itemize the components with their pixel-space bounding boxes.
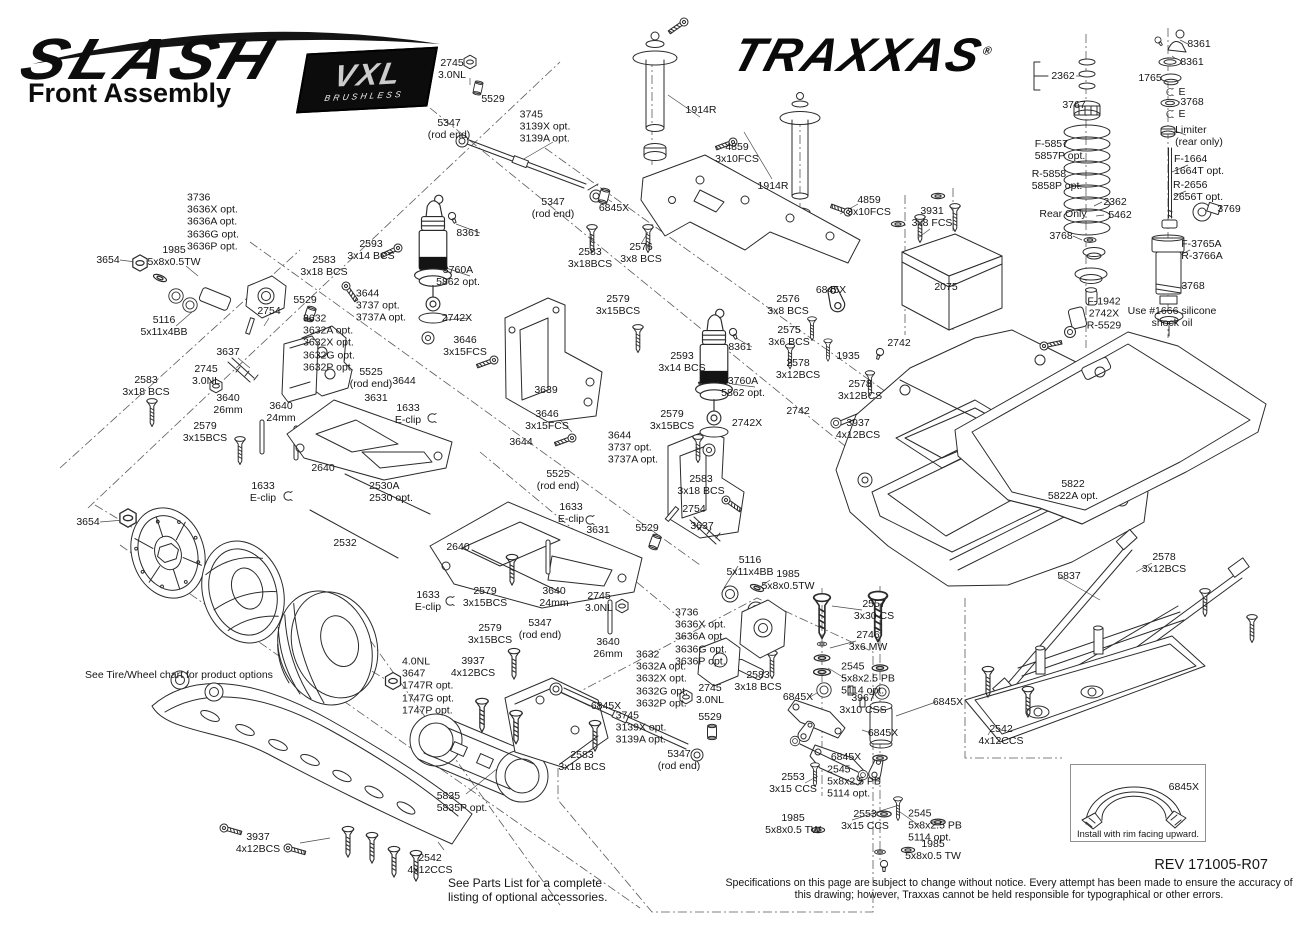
front-shocks (414, 194, 740, 457)
steering-bellcrank-detail (787, 590, 946, 872)
left-hub-cluster (132, 242, 404, 465)
revision-number: REV 171005-R07 (1154, 857, 1268, 873)
traxxas-logo: TRAXXAS® (726, 28, 1000, 83)
shock-rebuild-column (1033, 29, 1222, 352)
upper-left-a-arm (286, 399, 453, 481)
steering-posts (632, 15, 861, 264)
lower-a-arm (429, 501, 643, 609)
disclaimer: Specifications on this page are subject … (725, 877, 1293, 901)
inset-box: 6845X Install with rim facing upward. (1070, 764, 1206, 842)
upper-deck-5822 (954, 331, 1267, 525)
accessories-note: See Parts List for a complete listing of… (448, 876, 608, 904)
links-and-pins (283, 54, 899, 762)
page-title: Front Assembly (28, 78, 232, 108)
servo-2075 (890, 192, 1003, 331)
tire-wheel-note: See Tire/Wheel chart for product options (85, 669, 273, 681)
inset-caption: Install with rim facing upward. (1077, 829, 1199, 839)
right-hub-cluster (697, 582, 787, 687)
inset-part-number: 6845X (1168, 781, 1199, 793)
logo-swoosh (32, 31, 440, 64)
inset-rim-art (1081, 786, 1187, 830)
vxl-badge: VXL BRUSHLESS (295, 46, 439, 114)
shock-tower (640, 154, 861, 264)
chassis-brace-5837 (964, 529, 1258, 743)
bumper-assembly (151, 670, 609, 882)
wheel-and-tires (119, 507, 379, 706)
vxl-text: VXL (331, 55, 405, 94)
traxxas-logo-text: TRAXXAS (726, 28, 990, 82)
